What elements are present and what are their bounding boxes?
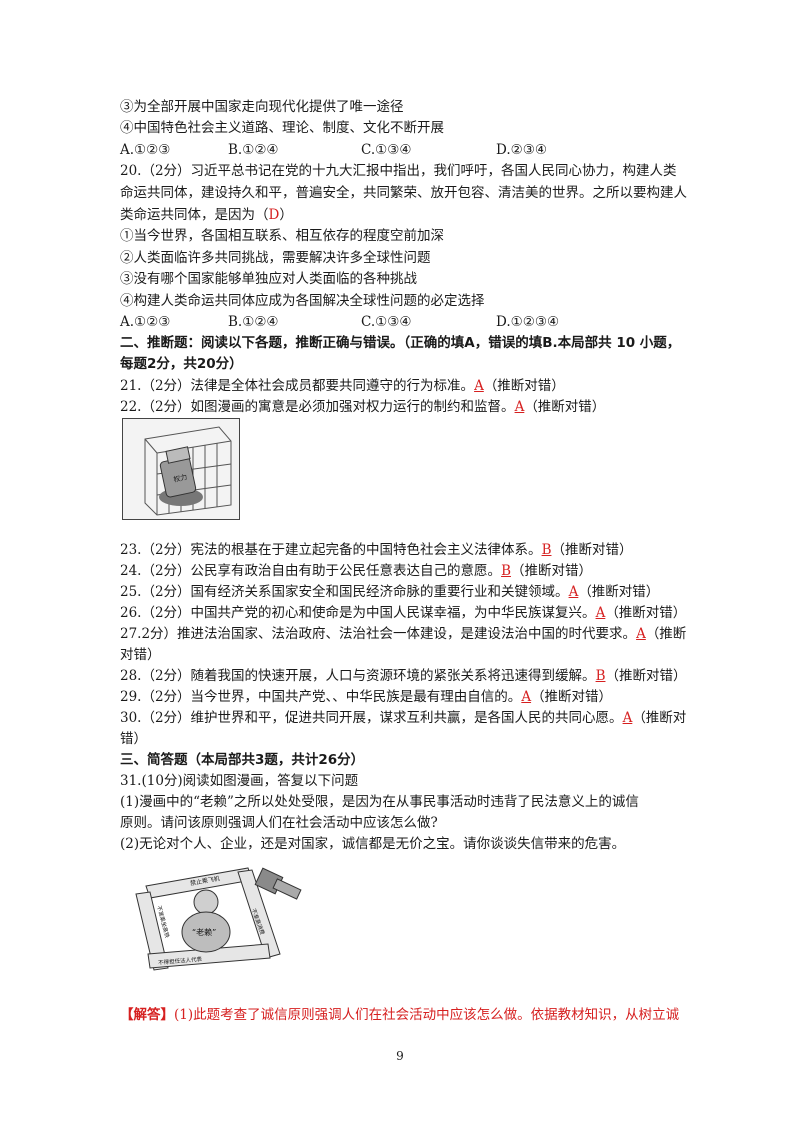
q26-text: 26.（2分）中国共产党的初心和使命是为中国人民谋幸福，为中华民族谋复兴。 xyxy=(120,605,596,621)
q21-tail: （推断对错） xyxy=(483,378,565,394)
q27-line-2: 对错） xyxy=(120,647,161,663)
q23: 23.（2分）宪法的根基在于建立起完备的中国特色社会主义法律体系。B（推断对错） xyxy=(120,540,632,560)
q22-tail: （推断对错） xyxy=(524,399,606,415)
q19-item-3: ③为全部开展中国家走向现代化提供了唯一途径 xyxy=(120,99,404,115)
q20-line-1: 20.（2分）习近平总书记在党的十九大汇报中指出，我们呼吁，各国人民同心协力，构… xyxy=(120,163,677,179)
q20-option-a: A.①②③ xyxy=(120,314,171,330)
q20-options: A.①②③ B.①②④ C.①③④ D.①②③④ xyxy=(120,312,559,332)
q31-cartoon-center-label: “老赖” xyxy=(192,927,216,937)
q26-tail: （推断对错） xyxy=(605,605,687,621)
q25-text: 25.（2分）国有经济关系国家安全和国民经济命脉的重要行业和关键领域。 xyxy=(120,584,569,600)
q20-item-1: ①当今世界，各国相互联系、相互依存的程度空前加深 xyxy=(120,228,444,244)
q22-answer: A xyxy=(514,399,525,415)
q28-text: 28.（2分）随着我国的快速开展，人口与资源环境的紧张关系将迅速得到缓解。 xyxy=(120,668,596,684)
q20-option-d: D.①②③④ xyxy=(496,314,560,330)
q20-paren: ） xyxy=(279,207,293,223)
q21-answer: A xyxy=(474,378,484,394)
q29: 29.（2分）当今世界，中国共产党、、中华民族是最有理由自信的。A（推断对错） xyxy=(120,687,612,707)
q31-banner-bottom-left: 不得担任法人代表 xyxy=(158,955,203,967)
q22-cartoon: 权力 xyxy=(122,418,240,520)
q30-tail: （推断对 xyxy=(632,710,687,726)
solution-label: 【解答】 xyxy=(120,1007,174,1023)
q20-line-2: 命运共同体，建设持久和平，普遍安全，共同繁荣、放开包容、清洁美的世界。之所以要构… xyxy=(120,185,687,201)
q23-answer: B xyxy=(541,542,552,558)
q26: 26.（2分）中国共产党的初心和使命是为中国人民谋幸福，为中华民族谋复兴。A（推… xyxy=(120,603,686,623)
q29-answer: A xyxy=(521,689,532,705)
q28-tail: （推断对错） xyxy=(605,668,687,684)
q30-text: 30.（2分）维护世界和平，促进共同开展，谋求互利共赢，是各国人民的共同心愿。 xyxy=(120,710,623,726)
q20-line-3: 类命运共同体，是因为（D） xyxy=(120,205,293,225)
q22-cartoon-label: 权力 xyxy=(172,472,188,484)
q27-answer: A xyxy=(636,626,646,642)
q31-stem: 31.(10分)阅读如图漫画，答复以下问题 xyxy=(120,773,359,789)
page-number: 9 xyxy=(396,1049,404,1063)
q29-text: 29.（2分）当今世界，中国共产党、、中华民族是最有理由自信的。 xyxy=(120,689,522,705)
q24-answer: B xyxy=(501,563,511,579)
q31-sub1-line-2: 原则。请问该原则强调人们在社会活动中应该怎么做? xyxy=(120,815,438,831)
section3-heading: 三、简答题（本局部共3题，共计26分） xyxy=(120,752,365,768)
q25-tail: （推断对错） xyxy=(578,584,660,600)
q24-text: 24.（2分）公民享有政治自由有助于公民任意表达自己的意愿。 xyxy=(120,563,502,579)
q22: 22.（2分）如图漫画的寓意是必须加强对权力运行的制约和监督。A（推断对错） xyxy=(120,397,605,417)
q20-option-c: C.①③④ xyxy=(361,314,412,330)
q31-sub1-line-1: (1)漫画中的“老赖”之所以处处受限，是因为在从事民事活动时违背了民法意义上的诚… xyxy=(120,794,639,810)
q21: 21.（2分）法律是全体社会成员都要共同遵守的行为标准。A（推断对错） xyxy=(120,376,565,396)
credit-restriction-illustration: “老赖” 禁止乘飞机 不准乘坐高铁 不得担任法人代表 不准高消费 xyxy=(135,867,302,971)
q19-item-4: ④中国特色社会主义道路、理论、制度、文化不断开展 xyxy=(120,120,444,136)
q31-sub2: (2)无论对个人、企业，还是对国家，诚信都是无价之宝。请你谈谈失信带来的危害。 xyxy=(120,836,626,852)
q21-text: 21.（2分）法律是全体社会成员都要共同遵守的行为标准。 xyxy=(120,378,475,394)
q31-cartoon: “老赖” 禁止乘飞机 不准乘坐高铁 不得担任法人代表 不准高消费 xyxy=(128,858,304,976)
q20-item-4: ④构建人类命运共同体应成为各国解决全球性问题的必定选择 xyxy=(120,293,485,309)
q19-option-b: B.①②④ xyxy=(228,142,279,158)
solution: 【解答】(1)此题考查了诚信原则强调人们在社会活动中应该怎么做。依据教材知识，从… xyxy=(120,1005,679,1025)
section2-heading-2: 每题2分，共20分） xyxy=(120,356,243,372)
q26-answer: A xyxy=(595,605,606,621)
q28: 28.（2分）随着我国的快速开展，人口与资源环境的紧张关系将迅速得到缓解。B（推… xyxy=(120,666,686,686)
q20-item-2: ②人类面临许多共同挑战，需要解决许多全球性问题 xyxy=(120,250,431,266)
q24: 24.（2分）公民享有政治自由有助于公民任意表达自己的意愿。B（推断对错） xyxy=(120,561,592,581)
q23-text: 23.（2分）宪法的根基在于建立起完备的中国特色社会主义法律体系。 xyxy=(120,542,542,558)
q25: 25.（2分）国有经济关系国家安全和国民经济命脉的重要行业和关键领域。A（推断对… xyxy=(120,582,659,602)
q27-line-1: 27.2分）推进法治国家、法治政府、法治社会一体建设，是建设法治中国的时代要求。… xyxy=(120,624,686,644)
q24-tail: （推断对错） xyxy=(510,563,592,579)
q30-line-2: 错） xyxy=(120,731,147,747)
section2-heading-1: 二、推断题：阅读以下各题，推断正确与错误。（正确的填A，错误的填B.本局部共 1… xyxy=(120,335,681,351)
q30-answer: A xyxy=(622,710,633,726)
q20-option-b: B.①②④ xyxy=(228,314,279,330)
q20-stem: 类命运共同体，是因为（ xyxy=(120,207,269,223)
q19-options: A.①②③ B.①②④ C.①③④ D.②③④ xyxy=(120,140,547,160)
q25-answer: A xyxy=(568,584,579,600)
q22-text: 22.（2分）如图漫画的寓意是必须加强对权力运行的制约和监督。 xyxy=(120,399,515,415)
power-cage-illustration: 权力 xyxy=(123,419,239,519)
q27-text: 27.2分）推进法治国家、法治政府、法治社会一体建设，是建设法治中国的时代要求。 xyxy=(120,626,637,642)
q29-tail: （推断对错） xyxy=(531,689,613,705)
q19-option-d: D.②③④ xyxy=(496,142,547,158)
q23-tail: （推断对错） xyxy=(551,542,633,558)
q19-option-c: C.①③④ xyxy=(361,142,412,158)
q30-line-1: 30.（2分）维护世界和平，促进共同开展，谋求互利共赢，是各国人民的共同心愿。A… xyxy=(120,708,686,728)
q19-option-a: A.①②③ xyxy=(120,142,171,158)
q20-answer: D xyxy=(268,207,280,223)
q28-answer: B xyxy=(595,668,606,684)
solution-text: (1)此题考查了诚信原则强调人们在社会活动中应该怎么做。依据教材知识，从树立诚 xyxy=(174,1007,680,1023)
q27-tail: （推断 xyxy=(645,626,687,642)
q20-item-3: ③没有哪个国家能够单独应对人类面临的各种挑战 xyxy=(120,271,417,287)
